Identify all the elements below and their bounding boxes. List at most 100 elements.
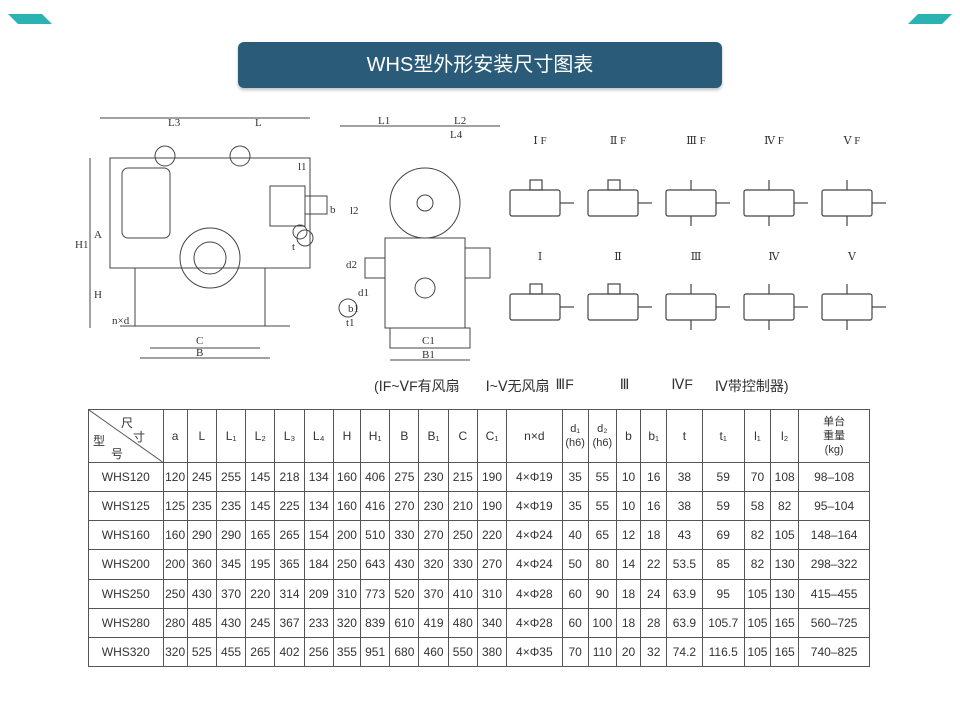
value-cell: 218: [274, 461, 305, 493]
mount-form-icon-4: [743, 284, 808, 330]
value-cell: 105: [743, 636, 772, 668]
gearbox-base-front: [134, 267, 266, 327]
value-cell: 773: [360, 578, 391, 609]
value-cell: 4×Φ35: [506, 636, 563, 668]
dim-label-h: H: [94, 289, 102, 301]
value-cell: 265: [245, 636, 276, 668]
column-header-weight-line: 单台: [823, 416, 846, 428]
column-header: b₁: [640, 409, 668, 463]
column-header: d₂(h6): [587, 409, 617, 463]
column-header-weight-line: (kg): [824, 444, 844, 456]
value-cell: 200: [332, 520, 362, 551]
corner-model-1: 型: [93, 434, 106, 448]
value-cell: 250: [447, 520, 478, 551]
value-cell: 215: [447, 461, 478, 493]
lifting-eye-left: [154, 145, 176, 167]
value-cell: 59: [701, 461, 745, 493]
value-cell: 416: [360, 491, 391, 522]
value-cell: 4×Φ19: [506, 491, 563, 522]
value-cell: 510: [360, 520, 391, 551]
column-header: l₁: [743, 409, 772, 463]
value-cell: 230: [418, 461, 449, 493]
column-header: t₁: [701, 409, 745, 463]
value-cell: 74.2: [666, 636, 703, 668]
model-cell: WHS280: [88, 607, 164, 638]
value-cell: 145: [245, 461, 276, 493]
column-header: H₁: [360, 409, 391, 463]
value-cell: 16: [640, 461, 668, 493]
value-cell: 40: [561, 520, 589, 551]
worm-wheel-circle: [179, 227, 241, 289]
value-cell: 35: [561, 461, 589, 493]
mount-form-fan-icon-2: [587, 179, 652, 217]
value-cell: 250: [332, 549, 362, 580]
caption-part2: Ⅰ~Ⅴ无风扇: [485, 378, 550, 394]
value-cell: 265: [274, 520, 305, 551]
value-cell: 90: [587, 578, 617, 609]
column-header: n×d: [506, 409, 563, 463]
corner-model-2: 号: [111, 447, 124, 461]
value-cell: 270: [389, 491, 420, 522]
value-cell: 38: [666, 491, 703, 522]
motor-housing: [121, 167, 171, 239]
dim-label-t: t: [292, 241, 295, 253]
dim-label-c1: C1: [422, 335, 435, 347]
value-cell: 290: [186, 520, 217, 551]
worm-shaft-side: [364, 257, 386, 279]
column-header: C: [447, 409, 478, 463]
column-header: d₁(h6): [561, 409, 589, 463]
value-cell: 225: [274, 491, 305, 522]
value-cell: 58: [743, 491, 772, 522]
value-cell: 20: [615, 636, 642, 668]
value-cell: 430: [215, 607, 247, 638]
value-cell: 59: [701, 491, 745, 522]
value-cell: 320: [162, 636, 188, 668]
caption-part5: ⅣF: [671, 376, 693, 392]
mount-form-fan-icon-1: [509, 179, 574, 217]
corner-accent-left: [8, 14, 52, 24]
column-header-sub: (h6): [565, 437, 585, 449]
value-cell: 245: [186, 461, 217, 493]
value-cell: 10: [615, 461, 642, 493]
dim-label-d2: d2: [346, 259, 357, 271]
column-header: L: [186, 409, 217, 463]
value-cell: 160: [332, 491, 362, 522]
value-cell: 290: [215, 520, 247, 551]
value-cell: 82: [770, 491, 800, 522]
model-cell: WHS160: [88, 520, 164, 551]
value-cell: 314: [274, 578, 305, 609]
value-cell: 55: [587, 491, 617, 522]
page-title: WHS型外形安装尺寸图表: [238, 42, 722, 88]
value-cell: 680: [389, 636, 420, 668]
value-cell: 190: [476, 491, 508, 522]
column-header: L₃: [274, 409, 305, 463]
column-header: L₄: [303, 409, 334, 463]
output-flange: [269, 185, 306, 227]
value-cell: 16: [640, 491, 668, 522]
value-cell: 100: [587, 607, 617, 638]
value-cell: 310: [476, 578, 508, 609]
value-cell: 50: [561, 549, 589, 580]
value-cell: 145: [245, 491, 276, 522]
value-cell: 340: [476, 607, 508, 638]
value-cell: 360: [186, 549, 217, 580]
value-cell: 95: [701, 578, 745, 609]
value-cell: 610: [389, 607, 420, 638]
value-cell: 24: [640, 578, 668, 609]
dimension-drawing: L3 L L1 L2 L4 l1 H1 A H n×d C B b t l2 d…: [60, 98, 896, 398]
value-cell: 28: [640, 607, 668, 638]
value-cell: 255: [215, 461, 247, 493]
value-cell: 330: [389, 520, 420, 551]
value-cell: 14: [615, 549, 642, 580]
value-cell: 406: [360, 461, 391, 493]
column-header: L₁: [215, 409, 247, 463]
value-cell: 63.9: [666, 607, 703, 638]
corner-dim-2: 寸: [133, 430, 146, 444]
value-cell: 410: [447, 578, 478, 609]
value-cell: 250: [162, 578, 188, 609]
value-cell: 12: [615, 520, 642, 551]
mount-form-icon-2: [587, 283, 652, 321]
value-cell: 839: [360, 607, 391, 638]
value-cell: 70: [561, 636, 589, 668]
mount-form-icon-3: [665, 284, 730, 330]
